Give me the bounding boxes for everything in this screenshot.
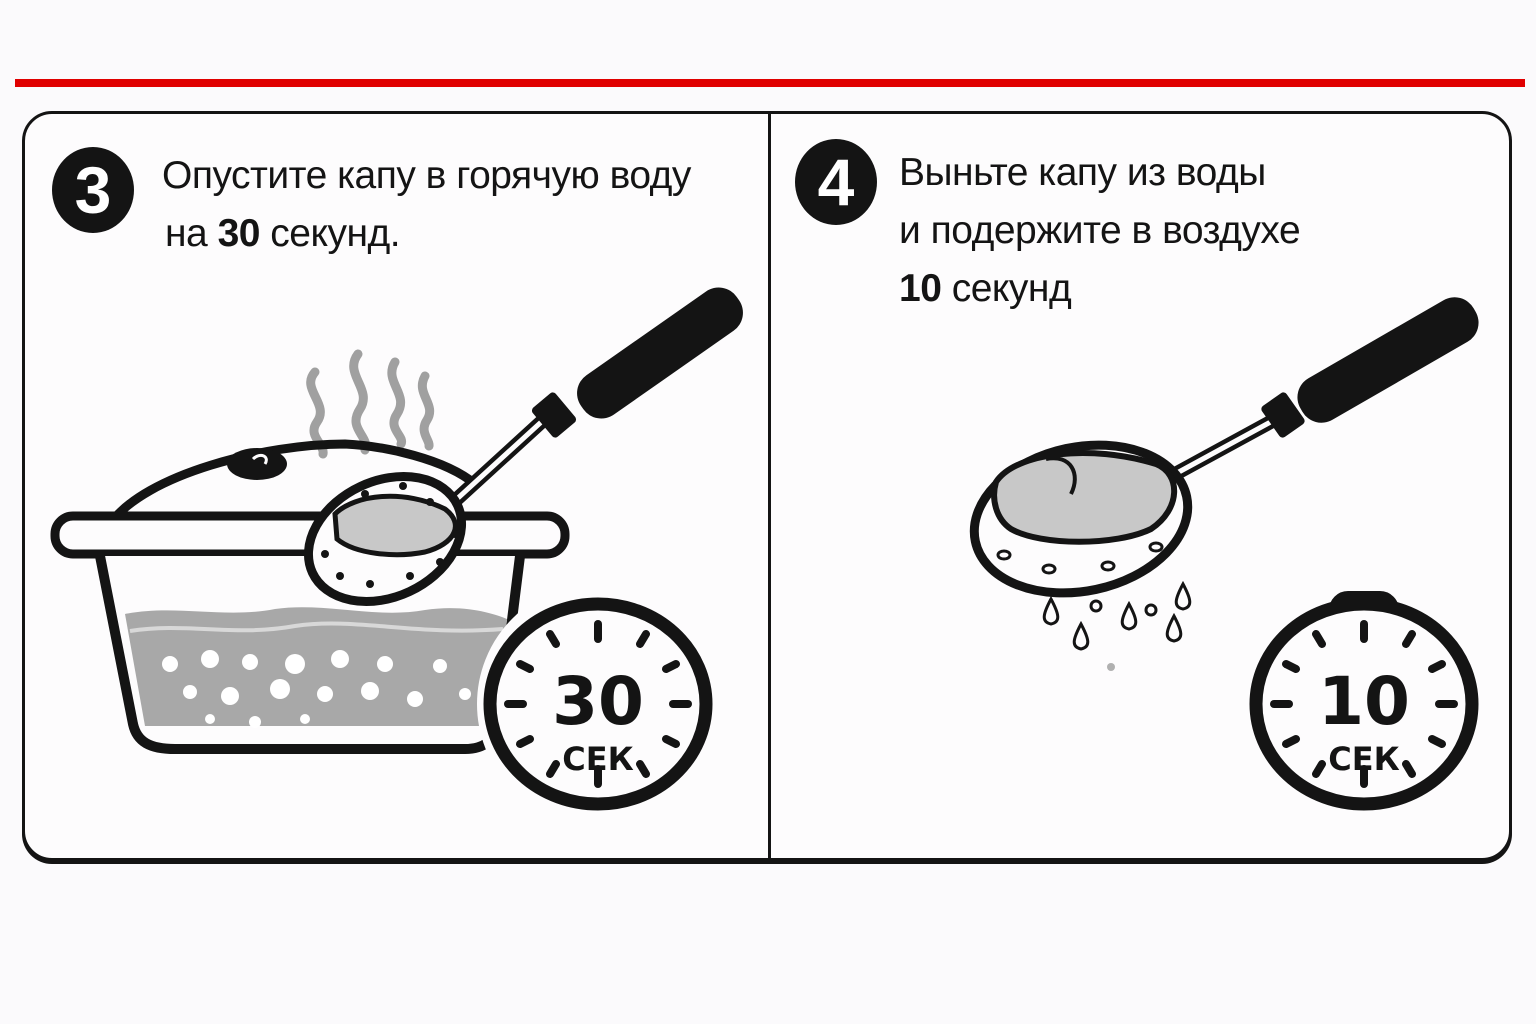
instruction-line-1: Опустите капу в горячую воду [162,154,691,197]
step-number-badge: 3 [52,147,134,233]
mouthguard [332,493,458,558]
instruction-line-3: 10 секунд [899,260,1300,318]
instruction-card: 3 Опустите капу в горячую воду на 30 сек… [22,111,1512,861]
lid-knob [227,448,287,480]
bubbles [162,650,471,728]
red-header-rule [15,79,1525,87]
pot-boiling-illustration: 30 СЕК [50,287,743,825]
water-drops-icon [1042,580,1192,651]
instruction-text: на [165,212,218,255]
duration-highlight: 30 [217,212,261,255]
timer-unit: СЕК [562,740,634,778]
instruction-line-2: и подержите в воздухе [899,209,1301,252]
instruction-line-1: Выньте капу из воды [899,151,1266,194]
spoon-dripping-illustration: 10 СЕК [969,297,1479,811]
step-3-instruction: Опустите капу в горячую воду на 30 секун… [162,147,691,263]
step-4-instruction: Выньте капу из воды и подержите в воздух… [899,144,1301,318]
steam-icon [306,349,434,459]
timer-value: 10 [1318,663,1410,740]
instruction-suffix: секунд [941,267,1072,310]
step-3-panel: 3 Опустите капу в горячую воду на 30 сек… [25,114,768,858]
step-number-badge: 4 [795,139,877,225]
spoon-handle [577,287,743,419]
stopwatch-icon: 10 СЕК [1249,591,1479,811]
timer-unit: СЕК [1328,740,1400,778]
step-4-panel: 4 Выньте капу из воды и подержите в возд… [771,114,1512,858]
spoon-handle [1297,297,1479,423]
stopwatch-icon: 30 СЕК [477,583,719,825]
panel-divider [768,114,771,858]
timer-value: 30 [552,663,644,740]
mouthguard [991,450,1178,545]
instruction-line-2: на 30 секунд. [162,205,691,263]
duration-highlight: 10 [899,267,942,310]
instruction-suffix: секунд. [259,212,401,255]
